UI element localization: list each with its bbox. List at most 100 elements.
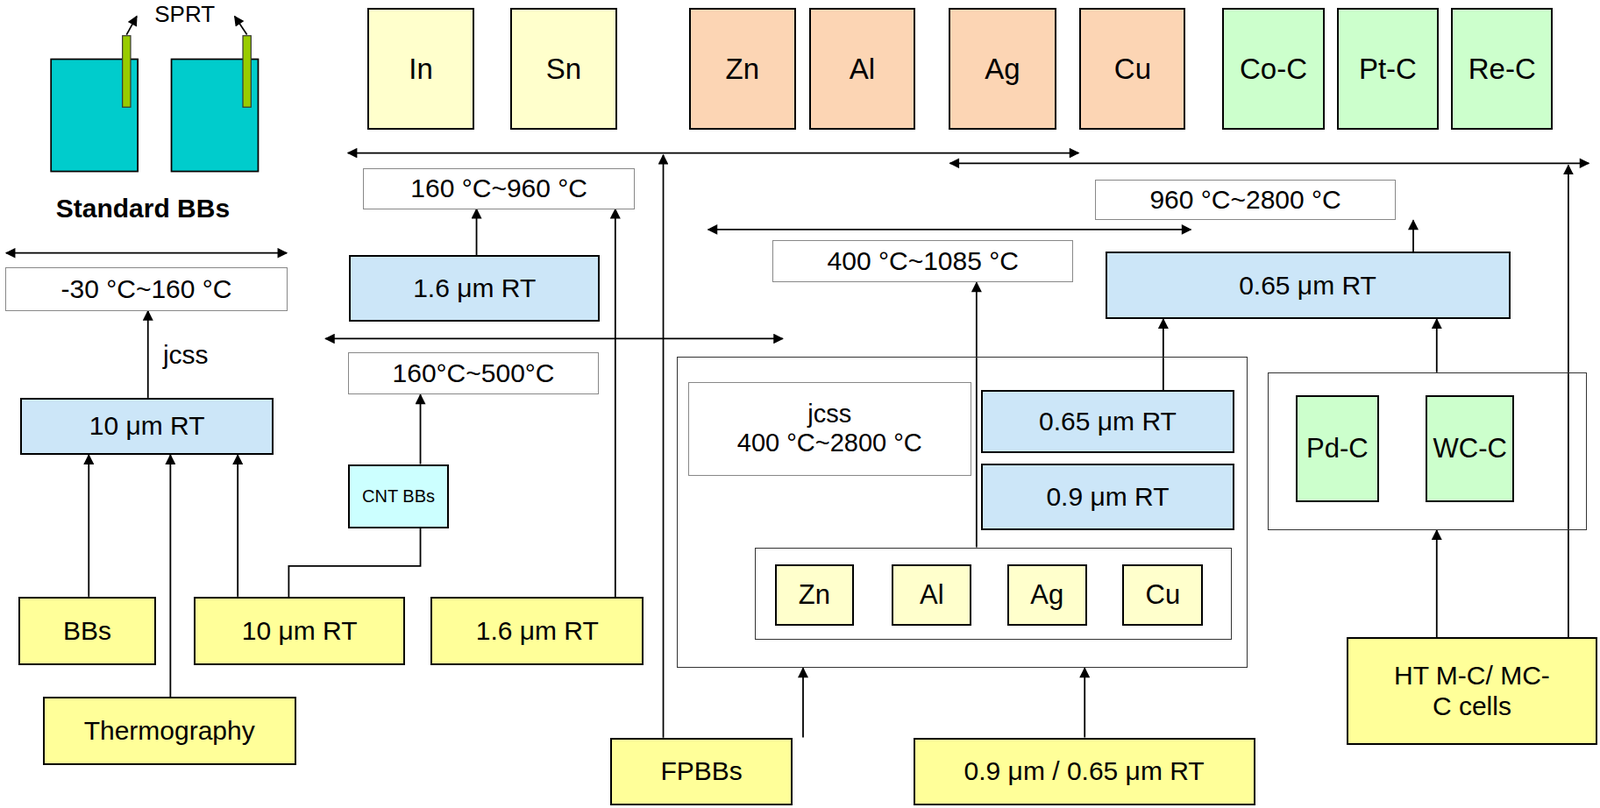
group-frame: jcss400 °C~2800 °C 0.65 μm RT 0.9 μm RT Zn A… xyxy=(676,356,1249,669)
node-text: 400 °C~2800 °C xyxy=(737,428,923,458)
connector-arrow xyxy=(802,668,804,738)
element-box: Al xyxy=(891,564,972,626)
node-text: HT M-C/ MC-C cells xyxy=(1390,661,1554,722)
node-text: 0.65 μm RT xyxy=(1238,270,1377,302)
node-text: Ag xyxy=(1030,579,1064,612)
component-label: SPRT xyxy=(154,0,215,29)
bracket-arrow xyxy=(662,155,665,739)
node-text: 960 °C~2800 °C xyxy=(1149,184,1341,216)
element-box: Ag xyxy=(948,7,1056,130)
node-text: Co-C xyxy=(1239,52,1308,86)
connector-arrow xyxy=(476,209,478,256)
scale-box: jcss400 °C~2800 °C xyxy=(688,382,971,477)
element-box: Sn xyxy=(510,7,618,130)
edge-label: jcss xyxy=(161,340,211,370)
range-bracket xyxy=(325,338,783,341)
connector-arrow xyxy=(975,282,978,548)
node-text: Re-C xyxy=(1468,52,1536,86)
element-box: Ag xyxy=(1007,564,1088,626)
element-box: WC-C xyxy=(1425,395,1514,503)
element-box: Cu xyxy=(1122,564,1203,626)
range-bracket xyxy=(708,228,1192,231)
connector-arrow xyxy=(1436,530,1438,638)
element-box: In xyxy=(367,7,475,130)
range-box: -30 °C~160 °C xyxy=(5,267,288,312)
connector-arrow xyxy=(1412,220,1415,252)
node-text: Sn xyxy=(546,52,582,86)
group-frame: Pd-C WC-C xyxy=(1267,372,1587,531)
range-box: 960 °C~2800 °C xyxy=(1095,179,1396,221)
thermometer-stem xyxy=(122,35,131,107)
source-box: BBs xyxy=(18,597,157,666)
connector-arrow xyxy=(1162,319,1165,391)
node-text: 400 °C~1085 °C xyxy=(827,246,1019,278)
node-text: 0.65 μm RT xyxy=(1038,406,1177,438)
connector-arrow xyxy=(614,209,617,598)
node-text: Al xyxy=(919,579,945,612)
leader-arrow xyxy=(234,16,248,36)
range-bracket xyxy=(348,152,1079,155)
thermometer-stem xyxy=(242,35,251,107)
element-box: Re-C xyxy=(1450,7,1553,130)
leader-arrow xyxy=(126,16,137,36)
node-text: Zn xyxy=(725,52,760,86)
node-text: Al xyxy=(849,52,875,86)
node-text: In xyxy=(408,52,434,86)
thermometer-box: 0.65 μm RT xyxy=(1105,251,1511,320)
source-box: 1.6 μm RT xyxy=(430,597,644,666)
source-box: 0.9 μm / 0.65 μm RT xyxy=(913,738,1256,807)
node-text: 1.6 μm RT xyxy=(476,616,599,648)
node-text: Cu xyxy=(1145,579,1181,612)
bracket-arrow xyxy=(1567,165,1570,639)
element-box: Pt-C xyxy=(1336,7,1439,130)
node-text: 10 μm RT xyxy=(89,411,206,442)
node-text: Thermography xyxy=(84,716,256,747)
node-text: jcss xyxy=(807,399,852,429)
connector-arrow xyxy=(169,455,171,697)
element-box: Cu xyxy=(1079,7,1186,130)
node-text: 0.9 μm / 0.65 μm RT xyxy=(964,756,1205,788)
node-text: BBs xyxy=(63,616,112,648)
node-text: Pt-C xyxy=(1358,52,1417,86)
blackbody-box: CNT BBs xyxy=(348,464,449,529)
element-box: Co-C xyxy=(1222,7,1324,130)
connector-arrow xyxy=(236,455,239,598)
source-box: HT M-C/ MC-C cells xyxy=(1346,637,1597,745)
node-text: Cu xyxy=(1114,52,1152,86)
connector-arrow xyxy=(147,311,150,399)
range-box: 400 °C~1085 °C xyxy=(772,240,1074,284)
node-text: CNT BBs xyxy=(362,486,435,507)
node-text: Ag xyxy=(984,52,1020,86)
node-text: 160 °C~960 °C xyxy=(410,173,588,205)
node-text: Zn xyxy=(798,579,831,612)
connector-arrow xyxy=(1436,319,1438,373)
element-box: Pd-C xyxy=(1295,395,1380,503)
connector-arrow xyxy=(1083,668,1086,738)
node-text: 0.9 μm RT xyxy=(1045,482,1169,513)
node-text: 10 μm RT xyxy=(241,616,358,648)
connector-arrow xyxy=(419,394,422,464)
node-text: -30 °C~160 °C xyxy=(61,274,233,306)
element-box: Zn xyxy=(689,7,797,130)
node-text: 160°C~500°C xyxy=(392,358,555,390)
node-text: FPBBs xyxy=(660,756,742,788)
connector-arrow xyxy=(87,455,90,598)
node-text: Pd-C xyxy=(1306,433,1369,465)
range-bracket xyxy=(950,162,1590,164)
source-box: FPBBs xyxy=(610,738,793,807)
source-box: Thermography xyxy=(42,696,297,766)
section-title: Standard BBs xyxy=(56,193,230,224)
element-box: Al xyxy=(809,7,916,130)
thermometer-box: 1.6 μm RT xyxy=(348,255,600,322)
thermometer-box: 0.9 μm RT xyxy=(981,463,1235,531)
range-box: 160 °C~960 °C xyxy=(362,168,635,210)
source-box: 10 μm RT xyxy=(193,597,406,666)
thermometer-box: 0.65 μm RT xyxy=(981,390,1235,454)
group-frame: Zn Al Ag Cu xyxy=(754,547,1233,641)
range-bracket xyxy=(6,252,287,255)
node-text: 1.6 μm RT xyxy=(412,273,536,305)
element-box: Zn xyxy=(775,564,855,626)
node-text: WC-C xyxy=(1432,433,1507,465)
thermometer-box: 10 μm RT xyxy=(20,398,274,456)
